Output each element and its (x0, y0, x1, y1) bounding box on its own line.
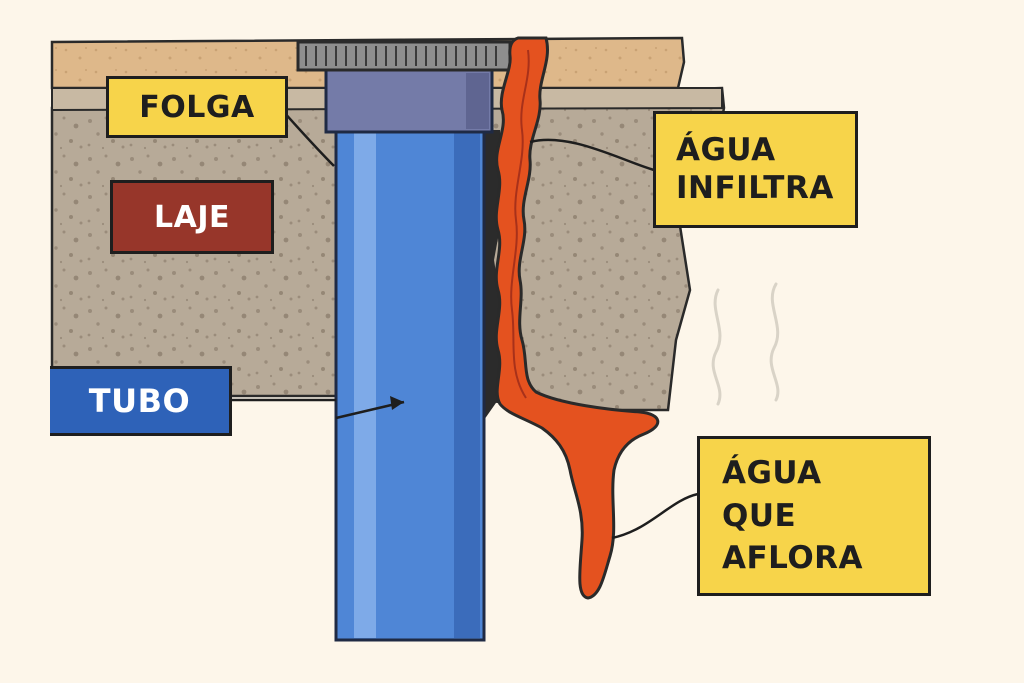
label-agua-infiltra-text: ÁGUA INFILTRA (676, 131, 834, 206)
pipe-shade (454, 132, 480, 638)
drain-grate-slots (305, 46, 497, 66)
vapor-line-1 (711, 288, 722, 406)
label-agua-que-aflora-text: ÁGUA QUE AFLORA (722, 454, 864, 577)
label-laje-text: LAJE (154, 199, 230, 235)
pipe-flange (324, 68, 494, 134)
water-infiltration (494, 36, 660, 600)
label-folga: FOLGA (106, 76, 288, 138)
leader-aflora (611, 492, 699, 540)
drain-grate (296, 40, 512, 72)
label-laje: LAJE (110, 180, 274, 254)
label-agua-infiltra: ÁGUA INFILTRA (653, 111, 858, 228)
water-inner-line (510, 49, 530, 399)
label-agua-que-aflora: ÁGUA QUE AFLORA (697, 436, 931, 596)
label-tubo-text: TUBO (88, 382, 191, 420)
vapor-line-2 (769, 282, 780, 402)
pipe-highlight (354, 132, 376, 638)
label-folga-text: FOLGA (139, 89, 255, 125)
leader-infiltra (529, 138, 655, 172)
label-tubo: TUBO (50, 366, 232, 436)
pipe-flange-shade (466, 73, 489, 129)
arrowhead-tubo (390, 396, 404, 410)
